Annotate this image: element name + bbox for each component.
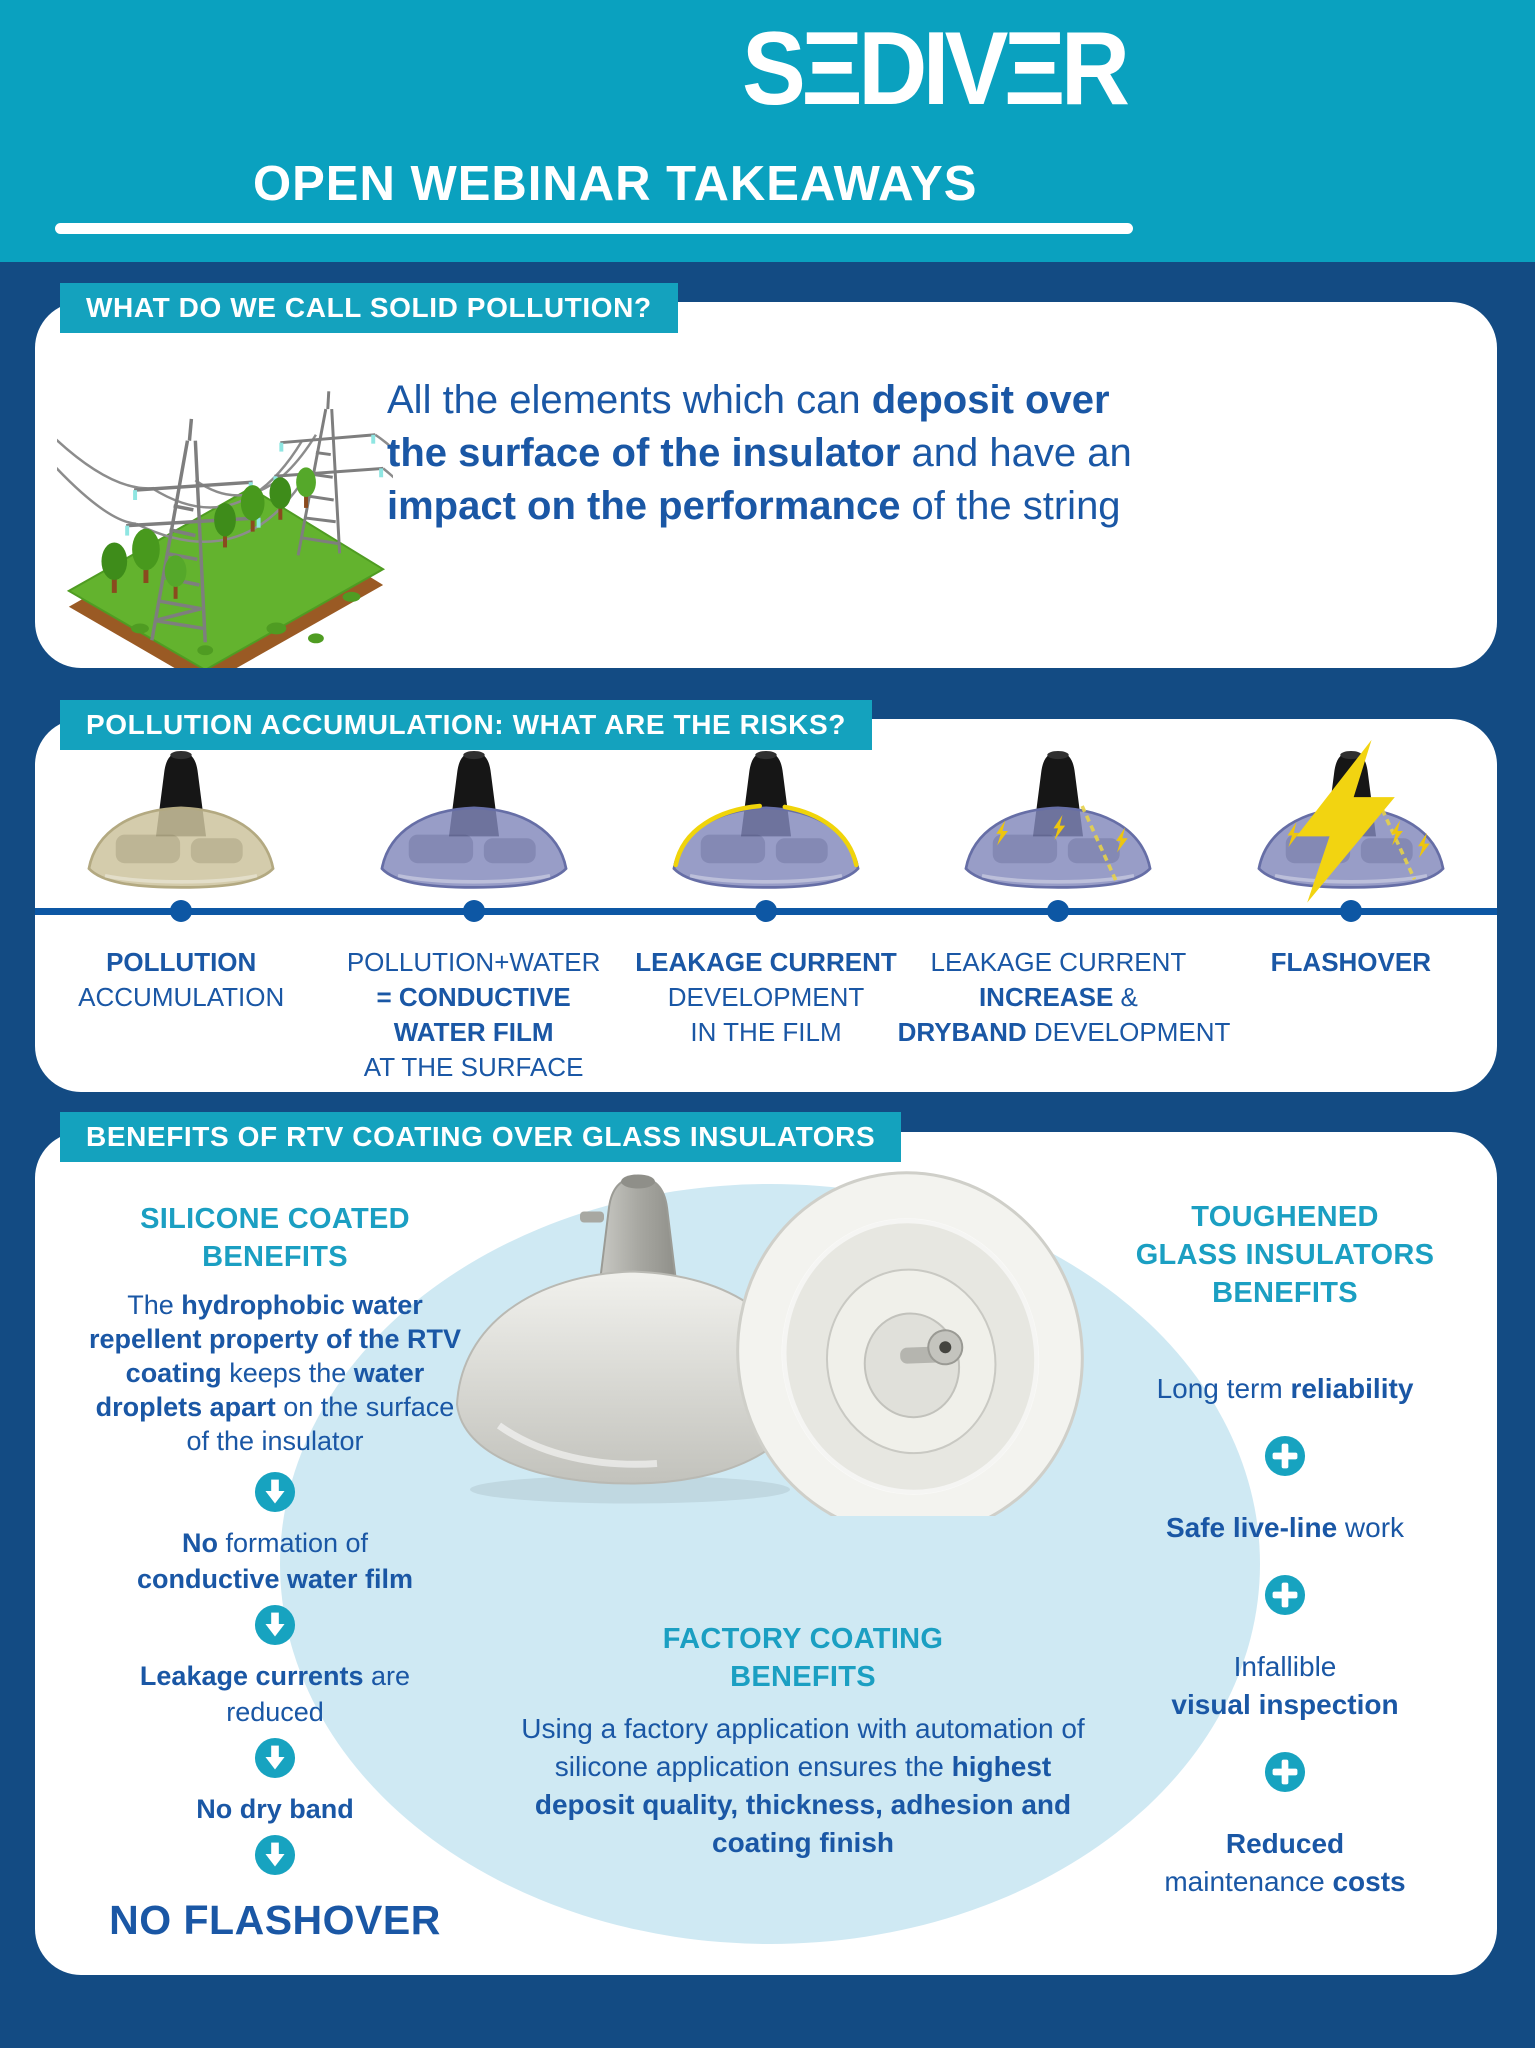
small-lightning-icons xyxy=(996,814,1129,853)
timeline-dot xyxy=(755,900,778,922)
coated-insulator-underside xyxy=(736,1171,1084,1516)
timeline-dot xyxy=(1047,900,1070,922)
page-title: OPEN WEBINAR TAKEAWAYS xyxy=(253,157,978,211)
insulator-dryband-icon xyxy=(964,751,1152,889)
timeline-dot xyxy=(1339,900,1362,922)
timeline-dot xyxy=(170,900,193,922)
down-arrow-icon xyxy=(254,1604,296,1646)
section1-text: All the elements which can deposit over … xyxy=(387,378,1132,528)
section1-card: All the elements which can deposit over … xyxy=(35,302,1497,668)
stage-label: FLASHOVER xyxy=(1270,947,1431,977)
plus-icon xyxy=(1264,1435,1306,1477)
section2-banner: POLLUTION ACCUMULATION: WHAT ARE THE RIS… xyxy=(60,700,872,750)
insulator-flashover-icon xyxy=(1257,739,1445,903)
benefit-live-line: Safe live-line work xyxy=(1165,1512,1405,1543)
title-underline xyxy=(55,223,1133,234)
bushes xyxy=(131,591,361,656)
dryband-line xyxy=(1080,805,1119,882)
insulator-wet-icon xyxy=(380,751,568,889)
insulator-polluted-icon xyxy=(87,751,275,889)
benefit-reliability: Long term reliability xyxy=(1156,1373,1414,1404)
benefit-no-dry-band: No dry band xyxy=(196,1794,354,1824)
section1-banner: WHAT DO WE CALL SOLID POLLUTION? xyxy=(60,283,678,333)
trees xyxy=(101,467,316,599)
leakage-film-highlight xyxy=(673,803,762,868)
sediver-logo: SΞDIVΞR xyxy=(742,11,1130,127)
plus-icon xyxy=(1264,1751,1306,1793)
coated-insulators-photo xyxy=(455,1171,1084,1516)
silicone-benefits-paragraph: The hydrophobic water repellent property… xyxy=(88,1290,462,1456)
header-bar: SΞDIVΞR OPEN WEBINAR TAKEAWAYS xyxy=(0,0,1535,262)
lightning-bolt-icon xyxy=(1296,739,1395,903)
insulator-leakage-icon xyxy=(672,751,860,889)
stage-flashover: FLASHOVER xyxy=(1205,719,1497,1092)
coated-insulator-side xyxy=(455,1174,805,1485)
timeline-dot xyxy=(462,900,485,922)
down-arrow-icon xyxy=(254,1737,296,1779)
plus-icon xyxy=(1264,1574,1306,1616)
small-lightning-icons xyxy=(1287,820,1430,858)
down-arrow-icon xyxy=(254,1834,296,1876)
down-arrow-icon xyxy=(254,1471,296,1513)
section3-banner: BENEFITS OF RTV COATING OVER GLASS INSUL… xyxy=(60,1112,902,1162)
transmission-towers-illustration xyxy=(57,391,393,668)
no-flashover-label: NO FLASHOVER xyxy=(109,1897,441,1943)
factory-coating-paragraph: Using a factory application with automat… xyxy=(521,1713,1085,1858)
